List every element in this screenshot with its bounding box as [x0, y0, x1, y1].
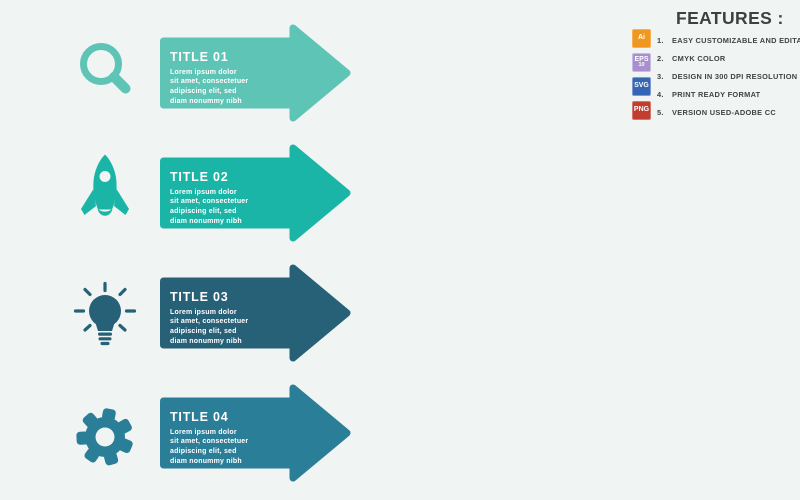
feature-item: 3. DESIGN IN 300 DPI RESOLUTION [657, 67, 800, 85]
feature-item: 1. EASY CUSTOMIZABLE AND EDITABLE [657, 31, 800, 49]
badge-label: EPS [634, 55, 649, 63]
step-title: TITLE 04 [170, 409, 229, 424]
lightbulb-icon [60, 274, 150, 364]
features-list: 1. EASY CUSTOMIZABLE AND EDITABLE 2. CMY… [657, 31, 800, 122]
magnifier-icon [59, 24, 149, 114]
step-text-2: TITLE 02 Lorem ipsum dolor sit amet, con… [170, 170, 288, 227]
step-body: Lorem ipsum dolor sit amet, consectetuer… [170, 428, 249, 465]
features-heading: FEATURES : [676, 8, 784, 28]
step-arrow-3 [160, 264, 351, 361]
feature-label: CMYK COLOR [672, 53, 726, 63]
eps-badge-icon: EPS 10 [632, 53, 651, 72]
svg-badge-icon: SVG [632, 77, 651, 96]
badge-label: SVG [634, 82, 649, 90]
ai-badge-icon: Ai [632, 29, 651, 48]
feature-item: 5. VERSION USED-ADOBE CC [657, 104, 800, 122]
step-arrow-2 [160, 144, 351, 241]
step-arrow-4 [160, 384, 351, 481]
badge-sublabel: 10 [638, 62, 645, 68]
feature-item: 2. CMYK COLOR [657, 49, 800, 67]
feature-label: EASY CUSTOMIZABLE AND EDITABLE [672, 35, 800, 45]
step-title: TITLE 02 [170, 169, 229, 184]
step-body: Lorem ipsum dolor sit amet, consectetuer… [170, 308, 249, 345]
step-title: TITLE 03 [170, 289, 229, 304]
step-body: Lorem ipsum dolor sit amet, consectetuer… [170, 188, 249, 225]
feature-number: 3. [657, 71, 664, 81]
feature-number: 2. [657, 53, 664, 63]
step-text-4: TITLE 04 Lorem ipsum dolor sit amet, con… [170, 410, 288, 467]
step-text-3: TITLE 03 Lorem ipsum dolor sit amet, con… [170, 290, 288, 347]
step-text-1: TITLE 01 Lorem ipsum dolor sit amet, con… [170, 50, 288, 107]
rocket-icon [60, 147, 150, 237]
feature-label: PRINT READY FORMAT [672, 90, 761, 100]
format-badges: Ai EPS 10 SVG PNG [632, 29, 652, 125]
step-title: TITLE 01 [170, 49, 229, 64]
feature-number: 4. [657, 90, 664, 100]
feature-number: 1. [657, 35, 664, 45]
badge-label: Ai [638, 34, 645, 42]
step-body: Lorem ipsum dolor sit amet, consectetuer… [170, 68, 249, 105]
feature-label: VERSION USED-ADOBE CC [672, 108, 777, 118]
png-badge-icon: PNG [632, 101, 651, 120]
gear-icon [60, 392, 150, 482]
feature-label: DESIGN IN 300 DPI RESOLUTION [672, 71, 798, 81]
step-arrow-1 [160, 24, 351, 121]
badge-label: PNG [633, 106, 650, 114]
feature-number: 5. [657, 108, 664, 118]
feature-item: 4. PRINT READY FORMAT [657, 86, 800, 104]
